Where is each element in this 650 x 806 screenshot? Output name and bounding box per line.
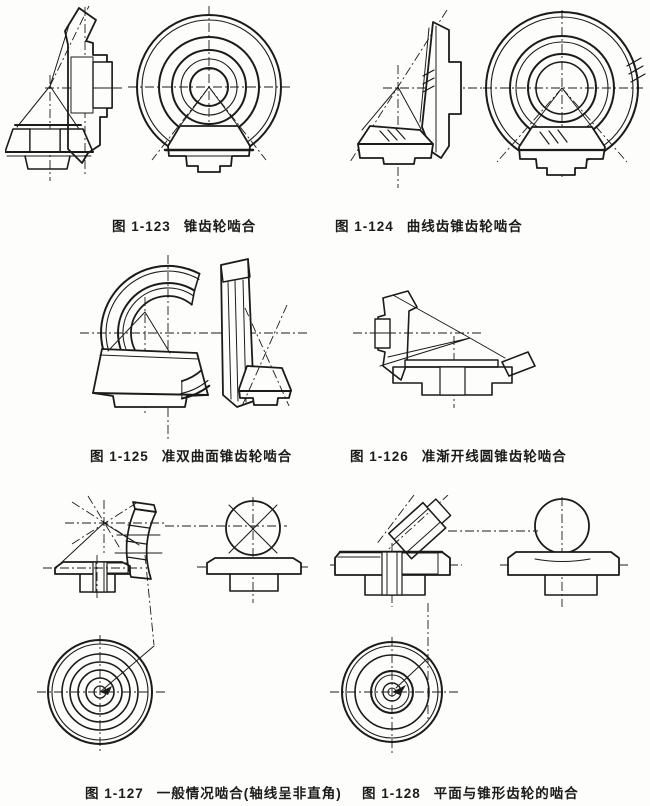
fig-1-125-front-view (80, 255, 235, 440)
fig-1-126-caption: 图 1-126 准渐开线圆锥齿轮啮合 (350, 445, 567, 465)
fig-1-124-drawing (349, 10, 646, 188)
fig-1-125-drawing (80, 255, 307, 440)
fig-1-124-front-view (483, 10, 646, 178)
fig-1-123-front-view (128, 6, 292, 173)
fig-1-127-top-view (37, 635, 165, 752)
fig-1-127-side-view (43, 495, 287, 646)
fig-1-123-section-view (5, 5, 123, 181)
fig-1-123-number: 图 1-123 (112, 219, 171, 234)
fig-1-123-caption: 图 1-123 锥齿轮啮合 (112, 215, 256, 235)
fig-1-124-caption: 图 1-124 曲线齿锥齿轮啮合 (335, 215, 523, 235)
fig-1-125-caption: 图 1-125 准双曲面锥齿轮啮合 (90, 445, 292, 465)
fig-1-127-number: 图 1-127 (85, 786, 144, 801)
fig-1-125-side-view (213, 258, 307, 408)
fig-1-126-number: 图 1-126 (350, 449, 409, 464)
fig-1-128-number: 图 1-128 (362, 786, 421, 801)
fig-1-125-title: 准双曲面锥齿轮啮合 (161, 449, 293, 464)
fig-1-124-number: 图 1-124 (335, 219, 394, 234)
fig-1-124-side-view (349, 10, 483, 188)
fig-1-127-title: 一般情况啮合(轴线呈非直角) (156, 786, 342, 801)
fig-1-125-number: 图 1-125 (90, 449, 149, 464)
fig-1-128-end-view (500, 497, 630, 607)
fig-1-126-drawing (353, 290, 536, 408)
fig-1-127-end-view (197, 497, 311, 603)
fig-1-124-title: 曲线齿锥齿轮啮合 (406, 219, 523, 234)
fig-1-128-caption: 图 1-128 平面与锥形齿轮的啮合 (362, 782, 579, 802)
fig-1-128-side-view (330, 495, 538, 720)
fig-1-128-drawing (330, 495, 630, 753)
fig-1-127-drawing (37, 495, 311, 752)
fig-1-128-top-view (330, 637, 460, 753)
fig-1-123-drawing (5, 5, 292, 181)
fig-1-128-title: 平面与锥形齿轮的啮合 (433, 786, 579, 801)
fig-1-127-caption: 图 1-127 一般情况啮合(轴线呈非直角) (85, 782, 342, 802)
fig-1-126-section-view (353, 290, 536, 408)
fig-1-123-title: 锥齿轮啮合 (183, 219, 257, 234)
fig-1-126-title: 准渐开线圆锥齿轮啮合 (421, 449, 567, 464)
